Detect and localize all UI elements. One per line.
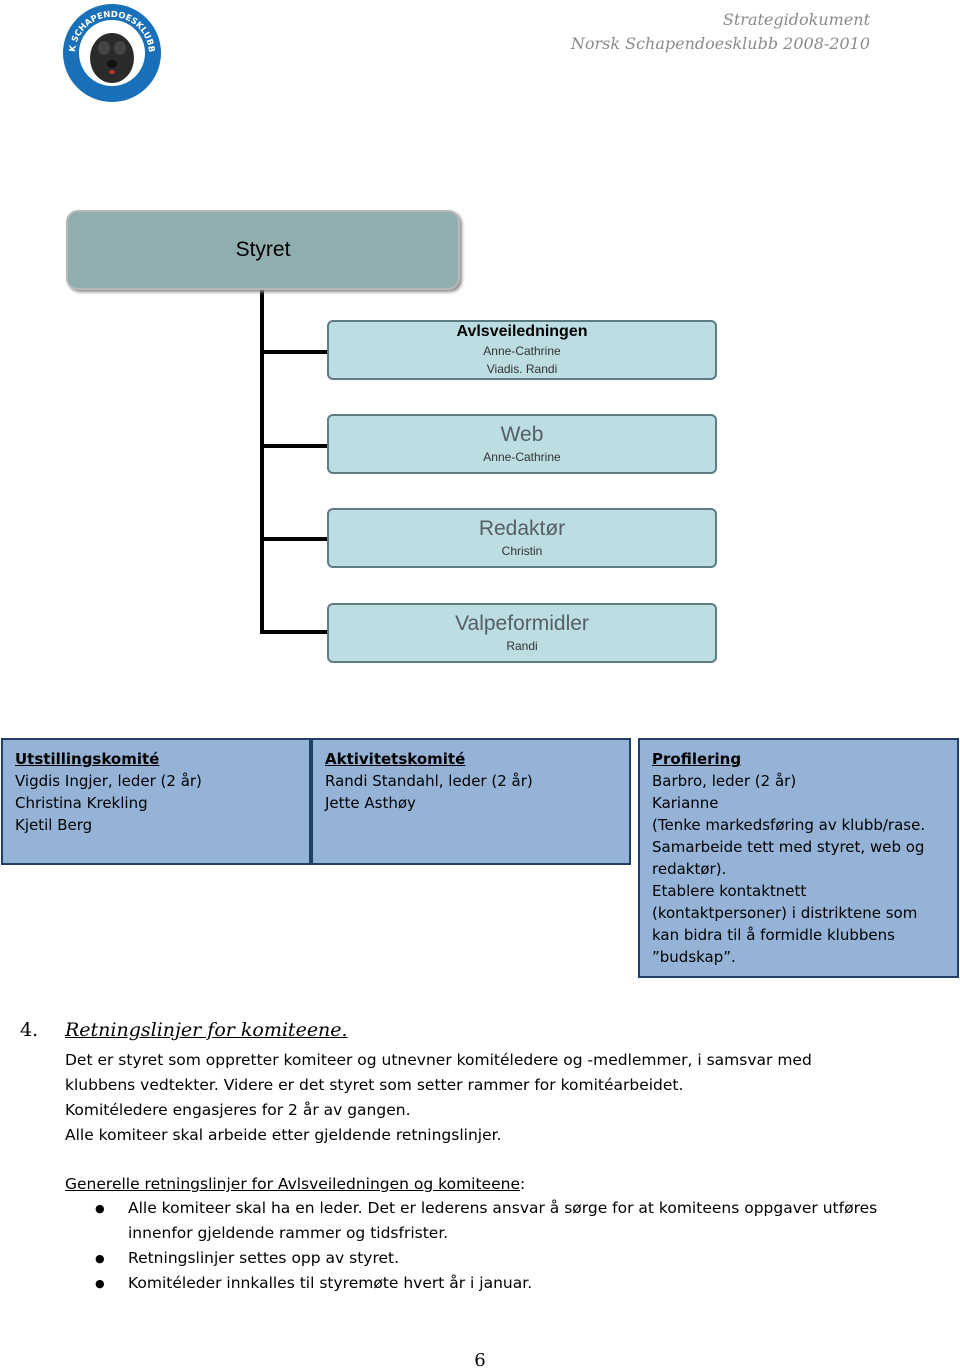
org-connector-branch: [260, 630, 328, 634]
paragraph-line: Det er styret som oppretter komiteer og …: [65, 1051, 812, 1069]
org-node-person: Randi: [506, 638, 538, 653]
section-title: Retningslinjer for komiteene.: [65, 1019, 348, 1041]
committee-line: Vigdis Ingjer, leder (2 år): [15, 772, 202, 790]
section-number: 4.: [20, 1019, 39, 1041]
committee-line: redaktør).: [652, 860, 727, 878]
guidelines-colon: :: [519, 1175, 526, 1193]
committee-line: Barbro, leder (2 år): [652, 772, 797, 790]
org-connector-branch: [260, 350, 328, 354]
page-number: 6: [474, 1350, 486, 1371]
org-node-title: Valpeformidler: [455, 612, 589, 636]
paragraph-line: Komitéledere engasjeres for 2 år av gang…: [65, 1101, 411, 1119]
committee-line: Karianne: [652, 794, 719, 812]
section-heading: 4. Retningslinjer for komiteene.: [20, 1019, 348, 1041]
org-node-person: Anne-Cathrine: [483, 449, 561, 464]
committee-line: Christina Krekling: [15, 794, 148, 812]
committee-aktivitet: Aktivitetskomité Randi Standahl, leder (…: [311, 738, 631, 865]
org-connector-branch: [260, 537, 328, 541]
paragraph-line: klubbens vedtekter. Videre er det styret…: [65, 1076, 684, 1094]
guidelines-list: Alle komiteer skal ha en leder. Det er l…: [65, 1196, 905, 1296]
committee-line: ”budskap”.: [652, 948, 736, 966]
committee-line: Samarbeide tett med styret, web og: [652, 838, 925, 856]
committee-title: Utstillingskomité: [15, 750, 160, 768]
guidelines-heading: Generelle retningslinjer for Avlsveiledn…: [65, 1172, 525, 1197]
paragraph-line: Alle komiteer skal arbeide etter gjelden…: [65, 1126, 502, 1144]
org-node-avlsveiledningen: Avlsveiledningen Anne-Cathrine Viadis. R…: [327, 320, 717, 380]
list-item: Alle komiteer skal ha en leder. Det er l…: [65, 1196, 905, 1246]
committee-line: Jette Asthøy: [325, 794, 416, 812]
committee-line: Kjetil Berg: [15, 816, 93, 834]
list-item: Komitéleder innkalles til styremøte hver…: [65, 1271, 905, 1296]
list-item: Retningslinjer settes opp av styret.: [65, 1246, 905, 1271]
document-title: Strategidokument: [722, 10, 870, 29]
org-node-valpeformidler: Valpeformidler Randi: [327, 603, 717, 663]
org-node-title: Web: [500, 423, 544, 447]
document-subtitle: Norsk Schapendoesklubb 2008-2010: [570, 34, 870, 53]
committee-utstilling: Utstillingskomité Vigdis Ingjer, leder (…: [1, 738, 311, 865]
club-logo: NORSK SCHAPENDOESKLUBB 2002: [54, 0, 166, 104]
org-node-title: Avlsveiledningen: [456, 323, 588, 341]
committee-line: (Tenke markedsføring av klubb/rase.: [652, 816, 926, 834]
committee-line: Randi Standahl, leder (2 år): [325, 772, 533, 790]
committee-line: (kontaktpersoner) i distriktene som: [652, 904, 918, 922]
org-node-person: Viadis. Randi: [486, 361, 558, 376]
section-paragraph: Det er styret som oppretter komiteer og …: [65, 1048, 905, 1148]
org-node-person: Anne-Cathrine: [483, 343, 561, 358]
org-node-person: Christin: [501, 543, 543, 558]
committee-title: Profilering: [652, 750, 742, 768]
org-node-web: Web Anne-Cathrine: [327, 414, 717, 474]
org-node-redaktor: Redaktør Christin: [327, 508, 717, 568]
org-connector-vertical: [260, 288, 264, 634]
org-node-title: Redaktør: [478, 517, 566, 541]
org-connector-branch: [260, 444, 328, 448]
org-node-label: Styret: [235, 238, 291, 261]
guidelines-title: Generelle retningslinjer for Avlsveiledn…: [65, 1175, 520, 1193]
committee-profilering: Profilering Barbro, leder (2 år) Kariann…: [638, 738, 959, 978]
committee-line: Etablere kontaktnett: [652, 882, 807, 900]
committee-line: kan bidra til å formidle klubbens: [652, 926, 895, 944]
org-node-styret: Styret: [66, 210, 460, 290]
committee-title: Aktivitetskomité: [325, 750, 466, 768]
